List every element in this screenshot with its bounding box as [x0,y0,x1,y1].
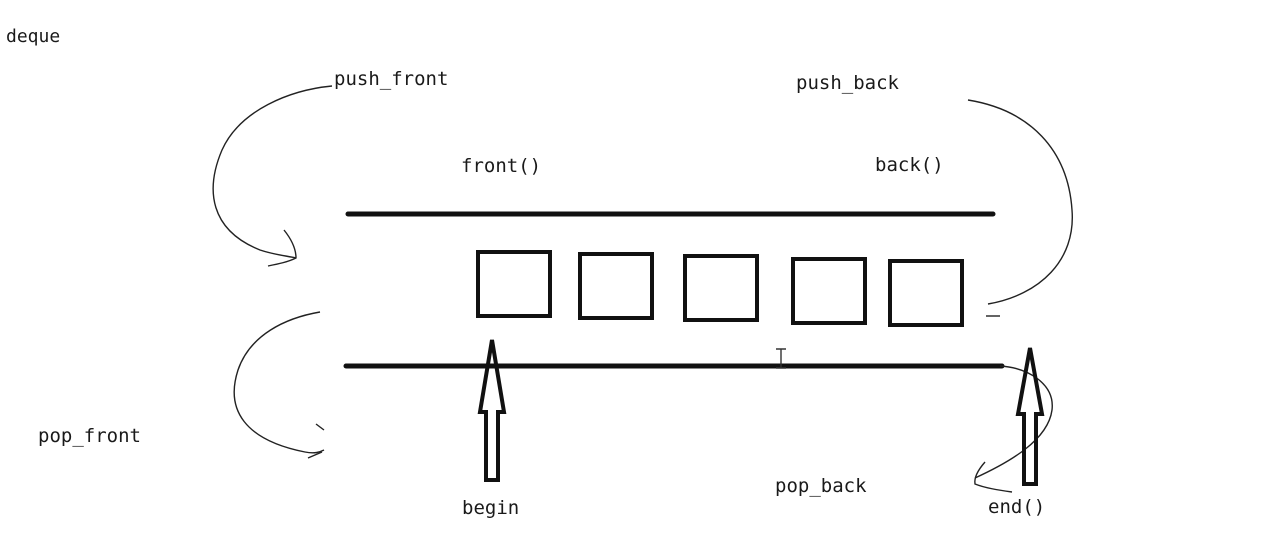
element-box [888,259,964,327]
push-front-arrow [212,85,333,259]
label-pop-back: pop_back [775,475,867,497]
push-back-arrow [967,99,1073,305]
end-iterator-arrow [1015,347,1045,486]
label-back: back() [875,154,944,176]
pop-back-arrowhead [974,461,1013,493]
element-box [791,257,867,325]
label-end: end() [988,496,1046,518]
push-front-arrowhead [267,229,297,267]
element-boxes [476,250,964,327]
label-push-front: push_front [334,68,449,90]
label-begin: begin [462,497,520,519]
diagram-title: deque [6,26,61,47]
begin-iterator-arrow [477,339,507,482]
element-box [683,254,759,322]
pop-front-tick-2 [307,451,323,459]
label-front: front() [461,155,542,177]
text-cursor-icon [776,348,786,369]
element-box [476,250,552,318]
pop-front-tick [315,423,325,431]
label-pop-front: pop_front [38,425,141,447]
label-push-back: push_back [796,72,899,94]
pop-front-arrow [233,311,325,454]
pop-back-arrow [974,365,1053,479]
element-box [578,252,654,320]
